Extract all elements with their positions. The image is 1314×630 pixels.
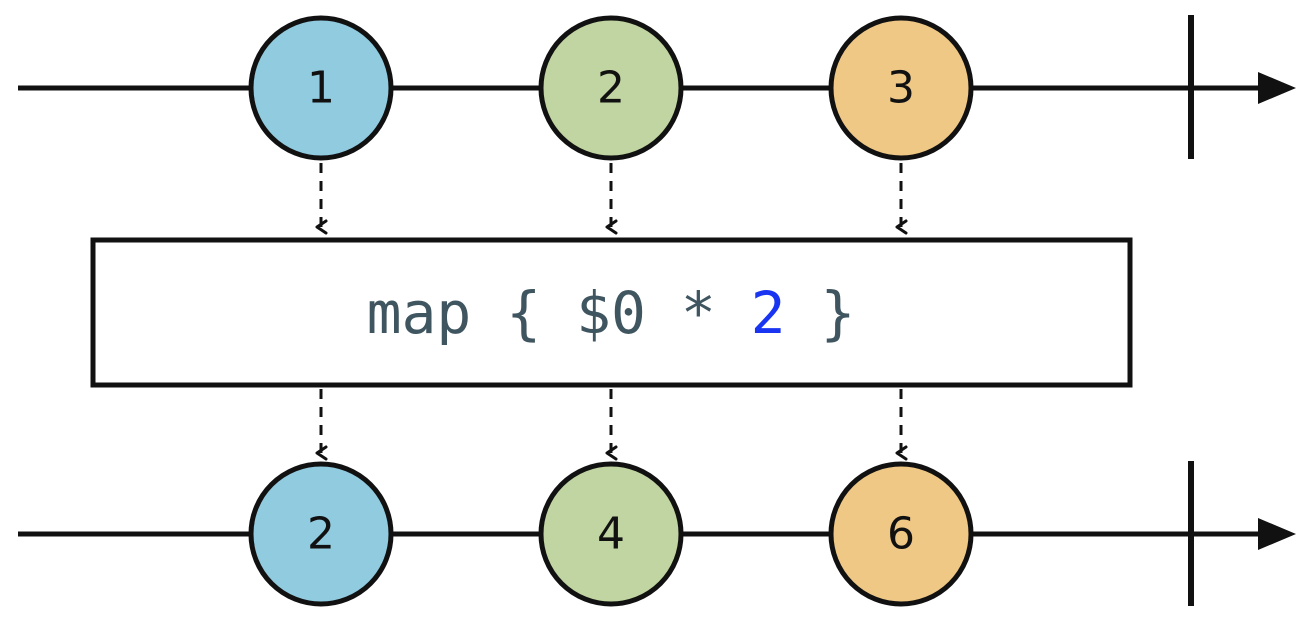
output-marble-4-circle [538,461,684,607]
output-marble-2-circle [248,461,394,607]
output-marble-6: 6 [828,461,974,607]
operator-box: map { $0 * 2 } [90,237,1133,388]
output-marble-6-label: 6 [887,509,915,560]
output-marble-4: 4 [538,461,684,607]
input-marble-2-circle [538,15,684,161]
input-marble-3-label: 3 [887,63,915,114]
output-marble-4-label: 4 [597,509,625,560]
operator-box-frame [90,237,1133,388]
operator-suffix: } [786,279,856,347]
input-marble-1-circle [248,15,394,161]
output-marble-2: 2 [248,461,394,607]
operator-number: 2 [751,279,786,347]
input-timeline-arrowhead [1258,72,1296,104]
output-timeline-arrowhead [1258,518,1296,550]
input-marble-3-circle [828,15,974,161]
operator-expression: map { $0 * 2 } [367,279,856,347]
output-marble-2-label: 2 [307,509,335,560]
input-marble-2: 2 [538,15,684,161]
input-marble-3: 3 [828,15,974,161]
input-marble-2-label: 2 [597,63,625,114]
operator-prefix: map { $0 * [367,279,751,347]
input-marble-1: 1 [248,15,394,161]
input-marble-1-label: 1 [307,63,335,114]
output-marble-6-circle [828,461,974,607]
